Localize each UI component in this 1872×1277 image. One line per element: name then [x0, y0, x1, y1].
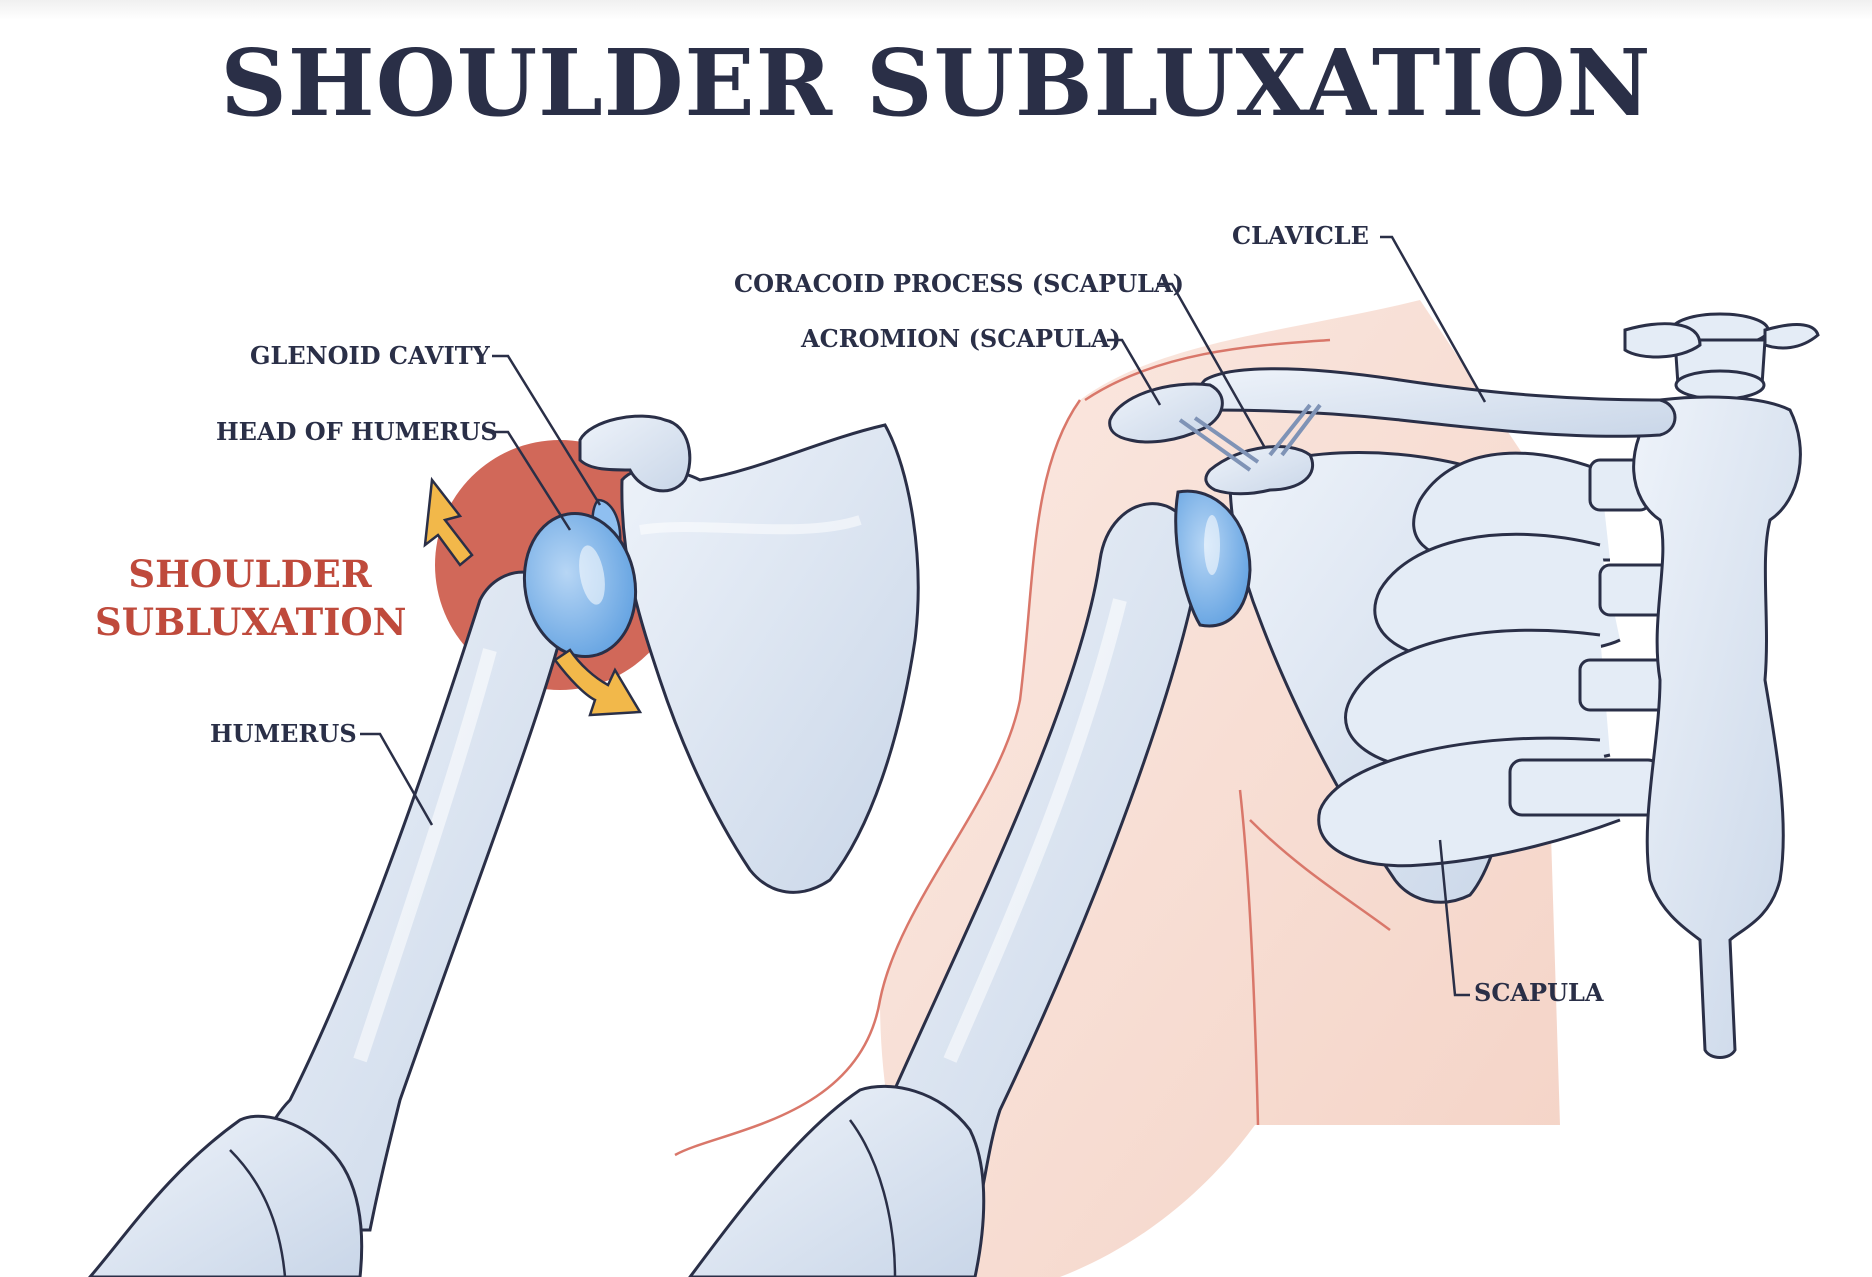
label-scapula: SCAPULA	[1474, 978, 1604, 1007]
left-scapula	[620, 423, 920, 894]
right-acromion	[1108, 382, 1224, 444]
clavicle-shape	[1196, 367, 1677, 438]
label-coracoid-process: CORACOID PROCESS (SCAPULA)	[734, 269, 1184, 298]
label-clavicle: CLAVICLE	[1232, 221, 1369, 250]
sternum	[1632, 395, 1802, 1059]
arrow-down	[553, 648, 643, 717]
vertebra	[1623, 312, 1820, 401]
label-subluxation-line1: SHOULDER	[128, 552, 372, 596]
left-acromion	[578, 414, 692, 493]
label-head-of-humerus: HEAD OF HUMERUS	[216, 417, 498, 446]
left-humerus-head	[522, 511, 638, 659]
page-title: SHOULDER SUBLUXATION	[220, 29, 1652, 137]
left-elbow	[88, 1114, 364, 1277]
right-elbow	[688, 1084, 986, 1277]
label-glenoid-cavity: GLENOID CAVITY	[250, 341, 490, 370]
top-band	[0, 0, 1872, 20]
arrow-up	[423, 476, 474, 567]
right-shoulder-illustration	[674, 235, 1820, 1277]
label-acromion: ACROMION (SCAPULA)	[801, 324, 1121, 353]
label-humerus: HUMERUS	[210, 719, 357, 748]
label-subluxation-line2: SUBLUXATION	[95, 600, 407, 644]
left-shoulder-illustration	[88, 354, 920, 1277]
ligaments	[1178, 403, 1322, 472]
